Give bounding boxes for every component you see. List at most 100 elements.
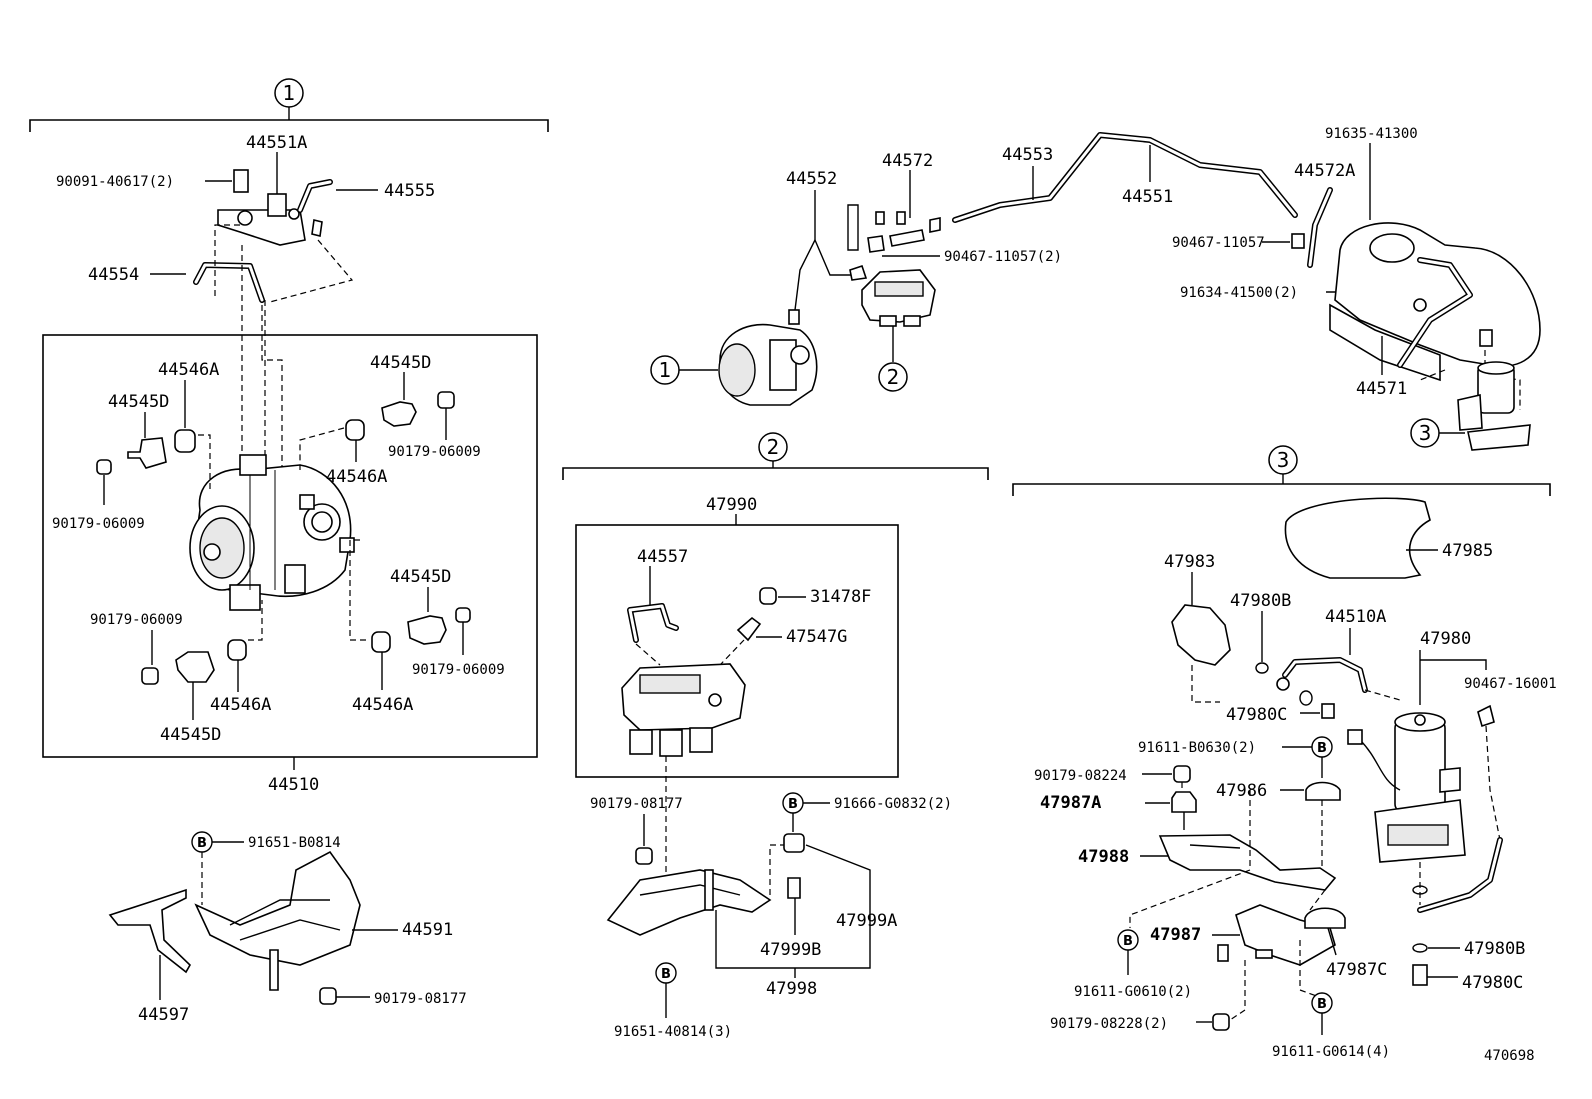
part-44510A-label: 44510A bbox=[1325, 607, 1386, 627]
part-91611-B0630-label: 91611-B0630(2) bbox=[1138, 740, 1256, 756]
overview: 44552 1 44572 90467-11057(2) bbox=[650, 126, 1541, 451]
part-47980B-label-2: 47980B bbox=[1464, 939, 1525, 959]
bolt-90091 bbox=[233, 169, 249, 193]
part-44552-label: 44552 bbox=[786, 169, 837, 189]
part-90179-label-1: 90179-06009 bbox=[52, 516, 145, 532]
section-1: 1 44551A 90091-40617(2) 44555 44554 4451… bbox=[29, 78, 549, 1025]
sensor-47983 bbox=[1171, 604, 1231, 666]
bracket-47988 bbox=[1158, 834, 1337, 891]
part-91611-G0610-label: 91611-G0610(2) bbox=[1074, 984, 1192, 1000]
part-90091-label: 90091-40617(2) bbox=[56, 174, 174, 190]
part-44546A-label-3: 44546A bbox=[210, 695, 271, 715]
part-90467-11057-2-label: 90467-11057(2) bbox=[944, 249, 1062, 265]
b-marker-6: B bbox=[1317, 997, 1327, 1012]
part-47980B-label-1: 47980B bbox=[1230, 591, 1291, 611]
diagram-id-label: 470698 bbox=[1484, 1048, 1535, 1064]
part-44571-label: 44571 bbox=[1356, 379, 1407, 399]
b-marker-1: B bbox=[197, 836, 207, 851]
part-47999A-label: 47999A bbox=[836, 911, 897, 931]
part-47987-label: 47987 bbox=[1150, 925, 1201, 945]
callout-1-overview: 1 bbox=[659, 358, 672, 382]
part-44572-label: 44572 bbox=[882, 151, 933, 171]
part-90179-label-3: 90179-06009 bbox=[90, 612, 183, 628]
part-90467-16001-label: 90467-16001 bbox=[1464, 676, 1557, 692]
part-44555-label: 44555 bbox=[384, 181, 435, 201]
insulator-47985 bbox=[1284, 497, 1431, 579]
part-44545D-label-1: 44545D bbox=[108, 392, 169, 412]
section-3: 3 47985 47983 47980B 44510A 47980C 47980… bbox=[1012, 445, 1557, 1064]
part-44545D-1 bbox=[127, 437, 167, 469]
part-44546A-label-1: 44546A bbox=[158, 360, 219, 380]
overview-actuator-1 bbox=[718, 323, 818, 406]
assembly-44510-box bbox=[42, 334, 538, 758]
part-47998-label: 47998 bbox=[766, 979, 817, 999]
b-marker-5: B bbox=[1123, 934, 1133, 949]
valve-block-2 bbox=[621, 663, 746, 757]
part-47986-label: 47986 bbox=[1216, 781, 1267, 801]
section-2-bracket bbox=[562, 467, 989, 480]
part-44551-label: 44551 bbox=[1122, 187, 1173, 207]
part-44545D-4 bbox=[407, 615, 447, 645]
callout-3-label: 3 bbox=[1277, 448, 1290, 472]
section-2: 2 47990 44557 31478F 47547G 90179-08177 bbox=[562, 432, 989, 1040]
part-44546A-3 bbox=[227, 639, 247, 661]
part-91651-40814-label: 91651-40814(3) bbox=[614, 1024, 732, 1040]
part-91666-label: 91666-G0832(2) bbox=[834, 796, 952, 812]
part-44546A-2 bbox=[345, 419, 365, 441]
callout-1-label: 1 bbox=[283, 81, 296, 105]
part-90179-label-2: 90179-06009 bbox=[388, 444, 481, 460]
part-44545D-label-3: 44545D bbox=[160, 725, 221, 745]
part-90179-08228-label: 90179-08228(2) bbox=[1050, 1016, 1168, 1032]
overview-pump-3 bbox=[1457, 361, 1531, 451]
part-90179-08177-label-a: 90179-08177 bbox=[374, 991, 467, 1007]
callout-2-label: 2 bbox=[767, 435, 780, 459]
part-44572A-label: 44572A bbox=[1294, 161, 1355, 181]
part-47990-label: 47990 bbox=[706, 495, 757, 515]
bracket-44597 bbox=[108, 888, 192, 974]
part-47980C-label-1: 47980C bbox=[1226, 705, 1287, 725]
part-31478F-label: 31478F bbox=[810, 587, 871, 607]
b-marker-3: B bbox=[661, 967, 671, 982]
bracket-44591 bbox=[194, 850, 361, 966]
callout-3-overview: 3 bbox=[1419, 421, 1432, 445]
part-47987A-label: 47987A bbox=[1040, 793, 1101, 813]
part-90179-08224-label: 90179-08224 bbox=[1034, 768, 1127, 784]
part-44591-label: 44591 bbox=[402, 920, 453, 940]
part-44553-label: 44553 bbox=[1002, 145, 1053, 165]
abs-actuator-main bbox=[189, 454, 355, 611]
section-3-bracket bbox=[1012, 483, 1551, 496]
b-marker-4: B bbox=[1317, 741, 1327, 756]
part-47983-label: 47983 bbox=[1164, 552, 1215, 572]
booster-assembly bbox=[1329, 222, 1541, 382]
part-44546A-1 bbox=[174, 429, 196, 453]
part-91611-G0614-label: 91611-G0614(4) bbox=[1272, 1044, 1390, 1060]
part-91651-B0814-label: 91651-B0814 bbox=[248, 835, 341, 851]
part-47547G-label: 47547G bbox=[786, 627, 847, 647]
assembly-47990-box bbox=[575, 524, 899, 778]
part-44545D-label-2: 44545D bbox=[370, 353, 431, 373]
part-91635-label: 91635-41300 bbox=[1325, 126, 1418, 142]
pump-motor-47980 bbox=[1374, 712, 1466, 863]
part-44557-label: 44557 bbox=[637, 547, 688, 567]
part-44546A-4 bbox=[371, 631, 391, 653]
part-44597-label: 44597 bbox=[138, 1005, 189, 1025]
bracket-47987 bbox=[1217, 904, 1336, 966]
callout-2-overview: 2 bbox=[887, 365, 900, 389]
b-marker-2: B bbox=[788, 797, 798, 812]
part-44545D-label-4: 44545D bbox=[390, 567, 451, 587]
part-44551A-label: 44551A bbox=[246, 133, 307, 153]
part-90467-label: 90467-11057 bbox=[1172, 235, 1265, 251]
part-44510-label: 44510 bbox=[268, 775, 319, 795]
part-91634-label: 91634-41500(2) bbox=[1180, 285, 1298, 301]
section-1-bracket bbox=[29, 119, 549, 132]
part-44554-label: 44554 bbox=[88, 265, 139, 285]
part-44545D-2 bbox=[381, 401, 417, 427]
part-90179-08177-label: 90179-08177 bbox=[590, 796, 683, 812]
part-90179-label-4: 90179-06009 bbox=[412, 662, 505, 678]
part-47987C-label: 47987C bbox=[1326, 960, 1387, 980]
part-47988-label: 47988 bbox=[1078, 847, 1129, 867]
part-47980C-label-2: 47980C bbox=[1462, 973, 1523, 993]
part-47985-label: 47985 bbox=[1442, 541, 1493, 561]
